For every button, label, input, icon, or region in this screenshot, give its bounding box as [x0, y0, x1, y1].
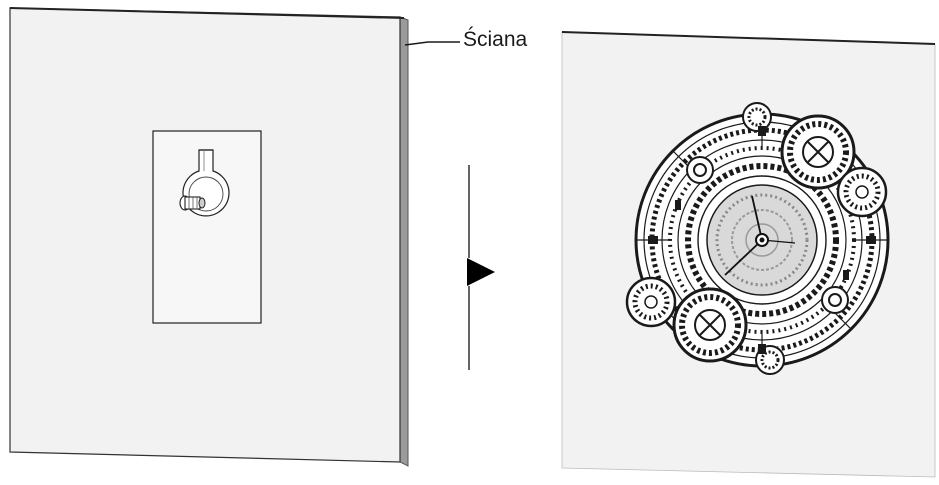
wall-top-edge-right — [561, 31, 936, 45]
arrow-head — [467, 258, 495, 286]
gear-right — [836, 166, 888, 218]
gear-left — [625, 276, 677, 328]
gear-bottom-left — [672, 287, 748, 363]
mounting-plate — [152, 130, 262, 324]
hour-hand — [724, 239, 763, 276]
gear-top-right — [780, 114, 856, 190]
arrow-right-icon — [467, 165, 495, 370]
mounting-hook-icon — [152, 130, 262, 324]
minute-hand — [751, 195, 763, 241]
gear-small-top — [742, 102, 772, 132]
screw-shank — [184, 196, 201, 210]
wall-edge — [399, 16, 409, 467]
gear-small-bottomright — [821, 286, 849, 314]
wall-leader-line — [404, 41, 460, 46]
wall-label: Ściana — [463, 28, 528, 51]
ornate-clock-icon — [625, 102, 890, 375]
gear-small-topleft — [686, 156, 714, 184]
wall-top-edge — [9, 7, 405, 19]
